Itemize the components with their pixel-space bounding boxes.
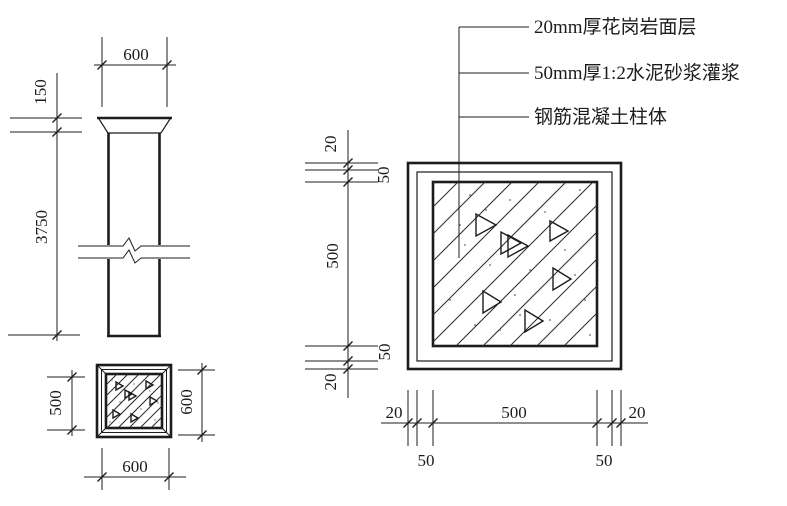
dim-v20-bottom: 20 [321,374,340,391]
section-detail: 20mm厚花岗岩面层 50mm厚1:2水泥砂浆灌浆 钢筋混凝土柱体 20 50 … [305,16,740,470]
plan-bottom-dimension: 600 [84,448,186,490]
plan-aggregate-dots [109,379,159,423]
annotation-mortar-grout: 50mm厚1:2水泥砂浆灌浆 [534,62,740,84]
elevation-top-width-dimension: 600 [94,37,176,107]
dim-v500: 500 [323,243,342,269]
section-concrete-triangles [475,212,573,334]
annotation-rc-column: 钢筋混凝土柱体 [534,106,667,128]
dim-plan-width: 600 [122,457,148,476]
annotation-granite-layer: 20mm厚花岗岩面层 [534,16,697,38]
dim-h50-left: 50 [418,451,435,470]
leader-lines: 20mm厚花岗岩面层 50mm厚1:2水泥砂浆灌浆 钢筋混凝土柱体 [458,16,740,258]
dim-v50-bottom: 50 [375,344,394,361]
elevation-left-height-dimension: 150 3750 [8,73,82,341]
dim-h50-right: 50 [596,451,613,470]
dim-elevation-top-width: 600 [123,45,149,64]
dim-v20-top: 20 [321,136,340,153]
dim-plan-core: 500 [46,390,65,416]
section-outline [406,161,623,371]
dim-capital-height: 150 [31,79,50,105]
elevation-view: 600 150 3750 [8,37,190,341]
column-outline [97,116,172,338]
dim-h20-left: 20 [386,403,403,422]
plan-left-dimension: 500 [46,370,85,436]
dim-h20-right: 20 [629,403,646,422]
dim-shaft-height: 3750 [32,210,51,244]
section-hatch-lines [432,181,598,347]
section-aggregate-dots [449,189,591,336]
section-vertical-dimension-chain: 20 50 500 50 20 [305,130,394,398]
plan-view: 500 600 600 [46,363,215,490]
plan-right-dimension: 600 [177,363,215,442]
plan-concrete-triangles [112,379,159,424]
section-horizontal-dimension-chain: 20 500 20 50 50 [381,390,648,470]
break-line-symbol [78,237,190,264]
dim-plan-height: 600 [177,389,196,415]
dim-h500: 500 [501,403,527,422]
dim-v50-top: 50 [374,167,393,184]
plan-outline [95,363,173,439]
